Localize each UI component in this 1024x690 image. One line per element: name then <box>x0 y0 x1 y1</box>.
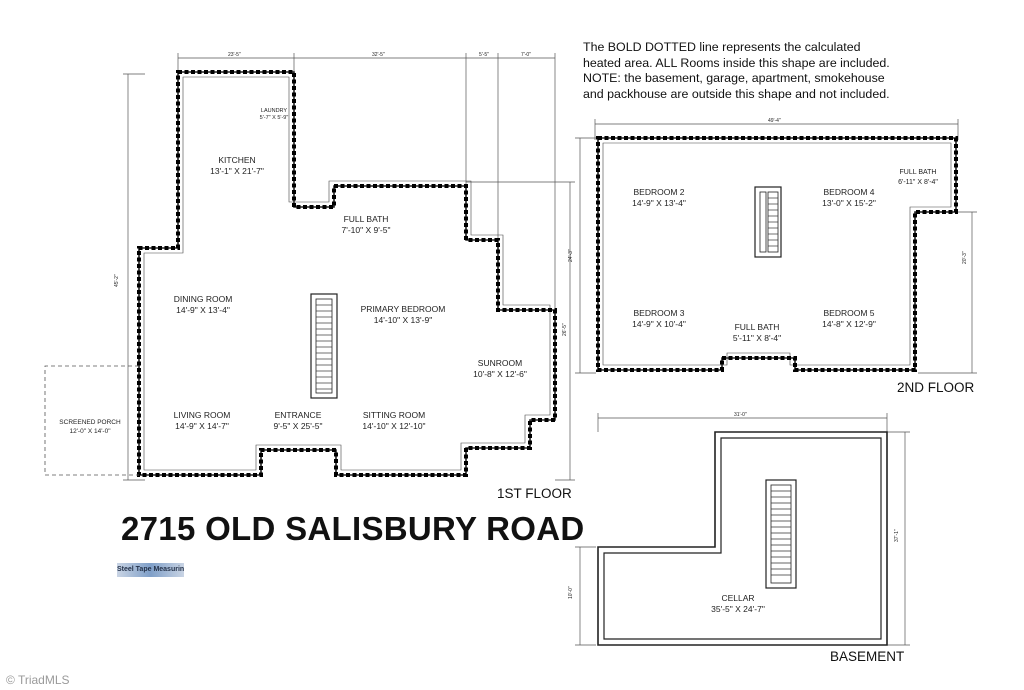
room-size: 14'-9" X 13'-4" <box>176 305 230 315</box>
room-name: FULL BATH <box>735 322 780 332</box>
dim-label: 49'-4" <box>768 118 781 124</box>
heated-area-note: The BOLD DOTTED line represents the calc… <box>583 40 928 102</box>
company-logo: Steel Tape Measuring <box>117 563 184 577</box>
room-size: 13'-0" X 15'-2" <box>822 198 876 208</box>
room-size: 12'-0" X 14'-0" <box>69 428 111 435</box>
dim-label: 37'-1" <box>894 529 900 542</box>
second-floor-inner-walls <box>602 142 952 366</box>
first-floor-dimension-labels: 23'-5" 32'-5" 5'-5" 7'-0" 45'-2" 26'-5" <box>114 52 568 336</box>
room-size: 14'-10" X 12'-10" <box>362 421 425 431</box>
basement-walls <box>597 431 888 646</box>
room-size: 6'-11" X 8'-4" <box>898 179 938 186</box>
first-floor-stairs <box>310 293 338 399</box>
property-address: 2715 OLD SALISBURY ROAD <box>121 510 585 547</box>
dim-label: 5'-5" <box>479 52 489 58</box>
room-size: 5'-11" X 8'-4" <box>733 333 781 343</box>
basement-dimension-labels: 31'-0" 10'-0" 37'-1" <box>568 412 900 599</box>
dim-label: 23'-5" <box>228 52 241 58</box>
room-name: FULL BATH <box>344 214 389 224</box>
second-floor-dimensions <box>575 119 977 374</box>
basement-inner-walls <box>603 437 882 640</box>
first-floor-walls <box>138 71 556 476</box>
dim-label: 31'-0" <box>734 412 747 418</box>
basement-room-labels: CELLAR 35'-5" X 24'-7" <box>711 593 765 614</box>
mls-watermark: © TriadMLS <box>6 673 70 687</box>
second-floor-heated-boundary <box>596 136 958 372</box>
room-name: LAUNDRY <box>261 108 288 114</box>
room-name: LIVING ROOM <box>174 410 231 420</box>
room-size: 35'-5" X 24'-7" <box>711 604 765 614</box>
dim-label: 45'-2" <box>114 274 120 287</box>
room-size: 7'-10" X 9'-5" <box>342 225 391 235</box>
room-size: 10'-8" X 12'-6" <box>473 369 527 379</box>
room-size: 14'-9" X 14'-7" <box>175 421 229 431</box>
room-name: SCREENED PORCH <box>59 419 121 426</box>
first-floor-dimensions <box>123 53 575 481</box>
room-size: 14'-9" X 10'-4" <box>632 319 686 329</box>
room-name: BEDROOM 3 <box>633 308 684 318</box>
room-name: BEDROOM 5 <box>823 308 874 318</box>
note-line: The BOLD DOTTED line represents the calc… <box>583 40 861 54</box>
first-floor-label: 1ST FLOOR <box>497 486 572 501</box>
room-size: 13'-1" X 21'-7" <box>210 166 264 176</box>
basement-plan: 31'-0" 10'-0" 37'-1" CELLAR 35'-5" X 24'… <box>568 412 910 646</box>
second-floor-dimension-labels: 49'-4" 24'-3" 20'-3" <box>568 118 968 264</box>
dim-label: 24'-3" <box>568 249 574 262</box>
second-floor-stairs <box>754 186 782 258</box>
dim-label: 26'-5" <box>562 323 568 336</box>
room-size: 14'-9" X 13'-4" <box>632 198 686 208</box>
second-floor-room-labels: BEDROOM 2 14'-9" X 13'-4" BEDROOM 4 13'-… <box>632 169 938 343</box>
room-size: 14'-8" X 12'-9" <box>822 319 876 329</box>
dim-label: 7'-0" <box>521 52 531 58</box>
dim-label: 20'-3" <box>962 251 968 264</box>
basement-label: BASEMENT <box>830 649 905 664</box>
basement-stairs <box>765 479 797 589</box>
room-name: KITCHEN <box>218 155 255 165</box>
note-line: and packhouse are outside this shape and… <box>583 86 890 101</box>
room-name: BEDROOM 4 <box>823 187 874 197</box>
basement-dimensions <box>575 413 910 646</box>
first-floor-plan: 23'-5" 32'-5" 5'-5" 7'-0" 45'-2" 26'-5" <box>44 52 575 481</box>
room-size: 14'-10" X 13'-9" <box>374 315 432 325</box>
room-name: PRIMARY BEDROOM <box>361 304 446 314</box>
room-name: ENTRANCE <box>275 410 322 420</box>
note-line: heated area. ALL Rooms inside this shape… <box>583 55 890 70</box>
room-name: CELLAR <box>721 593 754 603</box>
first-floor-room-labels: LAUNDRY 5'-7" X 5'-9" KITCHEN 13'-1" X 2… <box>59 108 527 435</box>
room-size: 5'-7" X 5'-9" <box>260 115 289 121</box>
second-floor-plan: 49'-4" 24'-3" 20'-3" BEDROOM 2 14'-9" X … <box>568 118 977 374</box>
dim-label: 32'-5" <box>372 52 385 58</box>
room-name: SITTING ROOM <box>363 410 425 420</box>
room-name: BEDROOM 2 <box>633 187 684 197</box>
room-name: DINING ROOM <box>174 294 233 304</box>
note-line: NOTE: the basement, garage, apartment, s… <box>583 71 885 85</box>
dim-label: 10'-0" <box>568 586 574 599</box>
room-name: SUNROOM <box>478 358 522 368</box>
room-name: FULL BATH <box>900 169 937 176</box>
second-floor-label: 2ND FLOOR <box>897 380 975 395</box>
first-floor-inner-walls <box>143 76 551 471</box>
screened-porch-outline <box>44 365 139 476</box>
room-size: 9'-5" X 25'-5" <box>274 421 323 431</box>
